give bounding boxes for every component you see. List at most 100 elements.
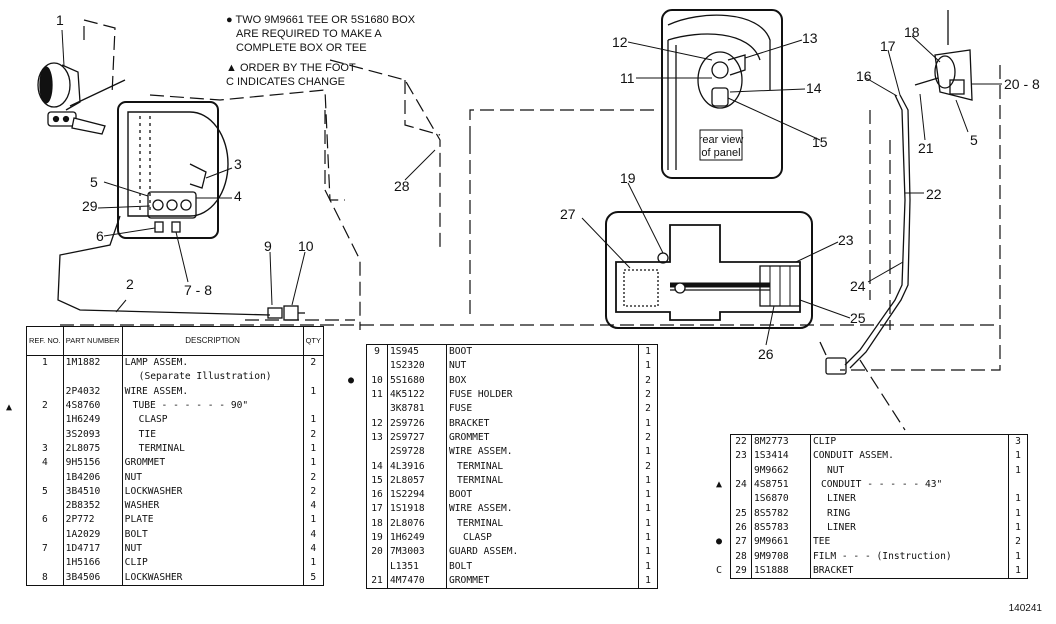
margin-mark: C	[716, 564, 723, 576]
callout-22: 22	[926, 186, 942, 202]
table-row: (Separate Illustration)	[27, 370, 323, 385]
cell-ref: 25	[731, 506, 752, 521]
cell-ref: 7	[27, 541, 64, 557]
cell-qty: 1	[302, 556, 323, 571]
cell-ref: 28	[731, 549, 752, 564]
cell-qty: 2	[1008, 535, 1027, 550]
cell-part: 2L8076	[387, 516, 447, 531]
note-order-by-foot: ▲ ORDER BY THE FOOT	[226, 62, 356, 74]
cell-qty: 1	[638, 516, 657, 531]
cell-ref	[27, 413, 64, 428]
callout-25: 25	[850, 310, 866, 326]
cell-ref: 11	[367, 387, 388, 403]
cell-ref: 24	[731, 477, 752, 493]
cell-desc: WIRE ASSEM.	[124, 385, 189, 397]
cell-qty: 2	[302, 427, 323, 442]
cell-ref	[27, 498, 64, 514]
cell-part: 1S3414	[751, 449, 811, 464]
cell-qty: 2	[302, 484, 323, 499]
cell-part: 1S6870	[751, 492, 811, 507]
cell-part: 2L8057	[387, 473, 447, 488]
cell-part: 1B4206	[63, 470, 123, 485]
cell-desc: TUBE - - - - - - 90"	[132, 400, 249, 412]
conduit-tee-cutaway	[605, 211, 813, 329]
cell-ref: 5	[27, 484, 64, 499]
cell-ref: 27	[731, 535, 752, 550]
connector-plug-9-10	[267, 305, 305, 321]
cell-part: 1S1918	[387, 502, 447, 517]
cell-qty: 1	[638, 502, 657, 517]
cell-desc: GROMMET	[449, 574, 490, 586]
margin-mark: ●	[348, 374, 355, 386]
cell-part: 4L3916	[387, 459, 447, 474]
cell-part: 2B8352	[63, 498, 123, 514]
cell-ref: 26	[731, 520, 752, 536]
cell-desc: RING	[827, 507, 851, 519]
cell-qty: 2	[638, 402, 657, 417]
cell-qty: 1	[1008, 492, 1027, 507]
cell-ref: 8	[27, 570, 64, 585]
cell-qty	[302, 370, 323, 385]
cell-qty: 2	[638, 430, 657, 446]
cell-desc: GUARD ASSEM.	[449, 546, 519, 558]
cell-qty	[1008, 477, 1027, 493]
cell-part: 1H6249	[63, 413, 123, 428]
cell-part: 8S5783	[751, 520, 811, 536]
callout-27: 27	[560, 206, 576, 222]
callout-26: 26	[758, 346, 774, 362]
cell-qty: 2	[302, 470, 323, 485]
callout-21: 21	[918, 140, 934, 156]
cell-part: 2S9728	[387, 445, 447, 460]
callout-23: 23	[838, 232, 854, 248]
cell-qty: 2	[638, 373, 657, 388]
cell-part: 2P4032	[63, 384, 123, 399]
cell-ref	[731, 492, 752, 507]
cell-qty: 5	[302, 570, 323, 585]
cell-part: 4K5122	[387, 387, 447, 403]
cell-qty: 1	[1008, 520, 1027, 536]
rear-view-label-line1: rear view	[698, 134, 744, 146]
cell-desc: BOOT	[449, 489, 473, 501]
callout-leaders	[61, 29, 1002, 346]
cell-ref	[27, 470, 64, 485]
callout-10: 10	[298, 238, 314, 254]
callout-6: 6	[96, 228, 104, 244]
cell-qty: 1	[1008, 563, 1027, 578]
callout-2: 2	[126, 276, 134, 292]
cell-desc: FUSE HOLDER	[449, 389, 513, 401]
cell-desc: LINER	[827, 493, 856, 505]
callout-5-right: 5	[970, 132, 978, 148]
cell-part: 2P772	[63, 513, 123, 528]
cell-desc: BRACKET	[813, 564, 854, 576]
cell-ref: 18	[367, 516, 388, 531]
cell-part: 8S5782	[751, 506, 811, 521]
rear-view-label: rear view of panel	[696, 134, 746, 160]
cell-part: 1M1882	[63, 355, 123, 371]
cell-part: 1S1888	[751, 563, 811, 578]
cell-part: 3K8781	[387, 402, 447, 417]
note-change: C INDICATES CHANGE	[226, 76, 345, 88]
cell-qty: 1	[638, 345, 657, 360]
cell-desc: LOCKWASHER	[124, 485, 183, 497]
cell-desc: (Separate Illustration)	[138, 371, 272, 383]
header-ref: REF. NO.	[27, 327, 64, 356]
cell-desc: BOLT	[124, 528, 148, 540]
cell-desc: CLIP	[124, 557, 148, 569]
cell-qty: 1	[638, 545, 657, 560]
cell-ref: 3	[27, 441, 64, 457]
